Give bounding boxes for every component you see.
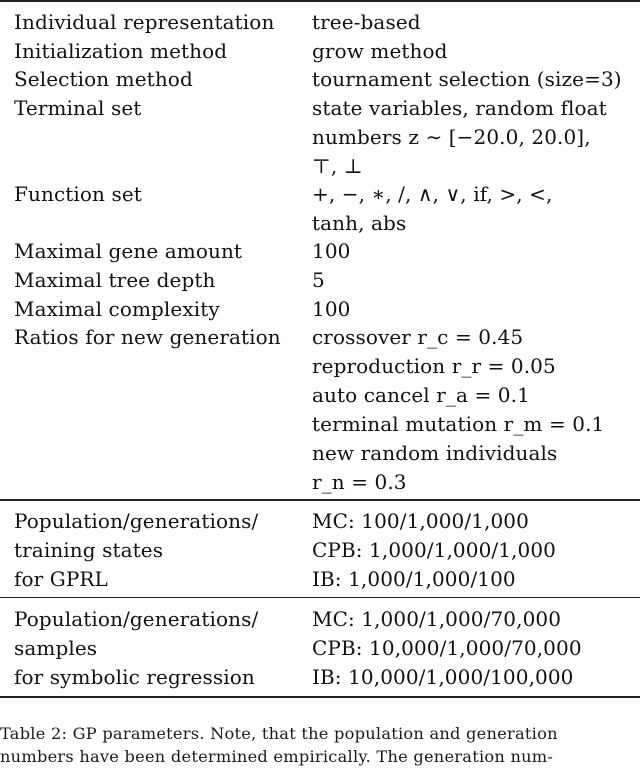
param-value: reproduction r_r = 0.05: [312, 354, 556, 378]
symreg-label: for symbolic regression: [14, 665, 255, 689]
gprl-label: for GPRL: [14, 567, 108, 591]
table-caption: Table 2: GP parameters. Note, that the p…: [0, 722, 640, 768]
param-value: 100: [312, 297, 351, 321]
gprl-value: MC: 100/1,000/1,000: [312, 509, 529, 533]
gprl-value: IB: 1,000/1,000/100: [312, 567, 516, 591]
caption-line: numbers have been determined empirically…: [0, 747, 554, 766]
param-label: Individual representation: [14, 10, 275, 34]
param-value: ⊤, ⊥: [312, 154, 363, 178]
param-label: Maximal tree depth: [14, 268, 216, 292]
gprl-label: training states: [14, 538, 164, 562]
symreg-value: MC: 1,000/1,000/70,000: [312, 607, 562, 631]
symreg-label: samples: [14, 636, 98, 660]
param-value: 5: [312, 268, 325, 292]
param-value: auto cancel r_a = 0.1: [312, 383, 530, 407]
param-label: Ratios for new generation: [14, 325, 281, 349]
param-value: new random individuals: [312, 441, 558, 465]
param-label: Maximal gene amount: [14, 239, 243, 263]
param-value: +, −, ∗, /, ∧, ∨, if, >, <,: [312, 182, 553, 206]
param-value: crossover r_c = 0.45: [312, 325, 524, 349]
caption-line: Table 2: GP parameters. Note, that the p…: [0, 724, 558, 743]
table-bottom-rule: [0, 696, 640, 698]
table-top-rule: [0, 0, 640, 2]
gprl-label: Population/generations/: [14, 509, 259, 533]
section-rule: [0, 499, 640, 501]
param-value: state variables, random float: [312, 96, 607, 120]
param-value: 100: [312, 239, 351, 263]
symreg-label: Population/generations/: [14, 607, 259, 631]
param-label: Initialization method: [14, 39, 228, 63]
gprl-value: CPB: 1,000/1,000/1,000: [312, 538, 556, 562]
param-value: r_n = 0.3: [312, 470, 407, 494]
param-value: tournament selection (size=3): [312, 67, 622, 91]
param-label: Maximal complexity: [14, 297, 220, 321]
param-value: numbers z ∼ [−20.0, 20.0],: [312, 125, 591, 149]
param-value: tree-based: [312, 10, 421, 34]
symreg-value: CPB: 10,000/1,000/70,000: [312, 636, 582, 660]
param-value: tanh, abs: [312, 211, 407, 235]
param-value: grow method: [312, 39, 448, 63]
section-rule: [0, 597, 640, 598]
param-value: terminal mutation r_m = 0.1: [312, 412, 605, 436]
param-label: Selection method: [14, 67, 193, 91]
symreg-value: IB: 10,000/1,000/100,000: [312, 665, 574, 689]
param-label: Terminal set: [14, 96, 142, 120]
param-label: Function set: [14, 182, 142, 206]
